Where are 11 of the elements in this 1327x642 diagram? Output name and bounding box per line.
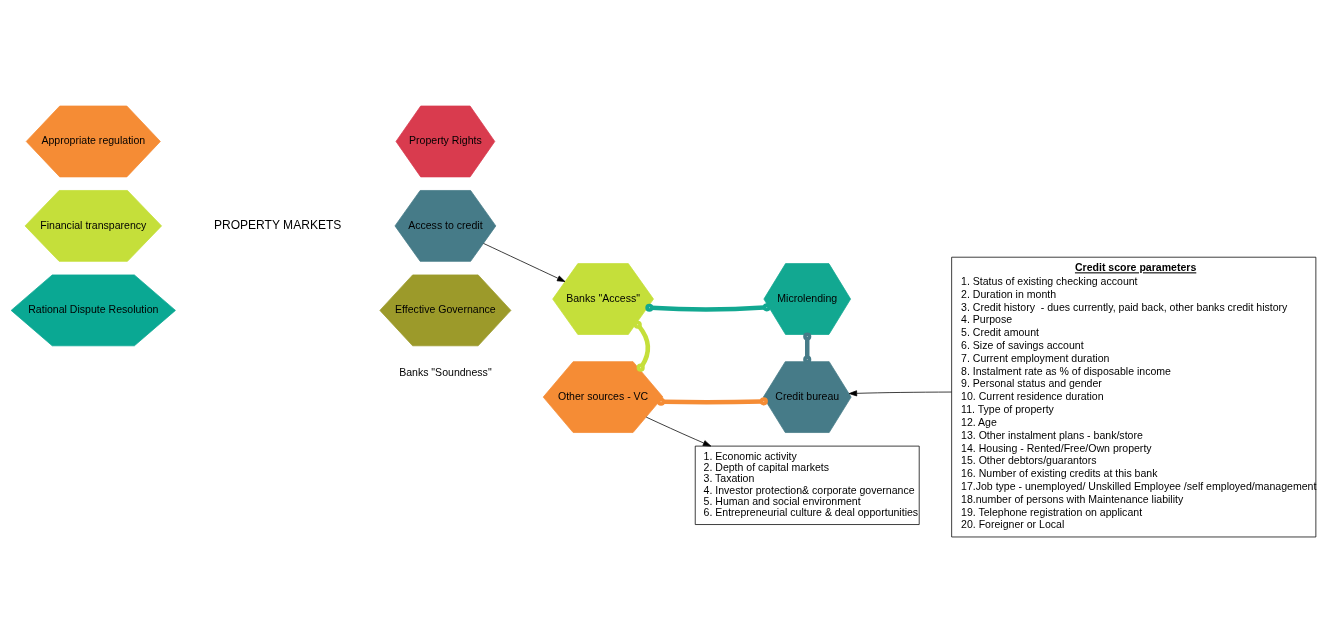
connector (803, 331, 812, 364)
connector (645, 302, 771, 312)
arrow (645, 416, 712, 446)
connector (633, 320, 651, 372)
node-box: Credit score parameters 1. Status of existing checking account 2. Duration in month 3. Credit history - dues currently, paid back, other banks credit history 4. Purpose 5. Credit amount 6. Size of savings account 7. Current employment duration 8. Instalment rate as % of disposable income 9. Personal status and gender 10. Current residence duration 11. Type of property 12. Age 13. Other instalment plans - bank/store 14. Housing - Rented/Free/Own property 15. Other debtors/guarantors 16. Number of existing credits at this bank 17.Job type - unemployed/ Unskilled Employee /self employed/management 18.number of persons with Maintenance liability 19. Telephone registration on applicant 20. Foreigner or Local (951, 256, 1317, 537)
node-text: PROPERTY MARKETS (213, 217, 342, 232)
arrow (483, 242, 566, 282)
node-box: 1. Economic activity 2. Depth of capital markets 3. Taxation 4. Investor protection& corporate governance 5. Human and social environment 6. Entrepreneurial culture & deal opportunities (694, 445, 920, 525)
arrow (848, 389, 952, 396)
label: Banks "Soundness" (399, 365, 492, 378)
connector (656, 396, 768, 406)
